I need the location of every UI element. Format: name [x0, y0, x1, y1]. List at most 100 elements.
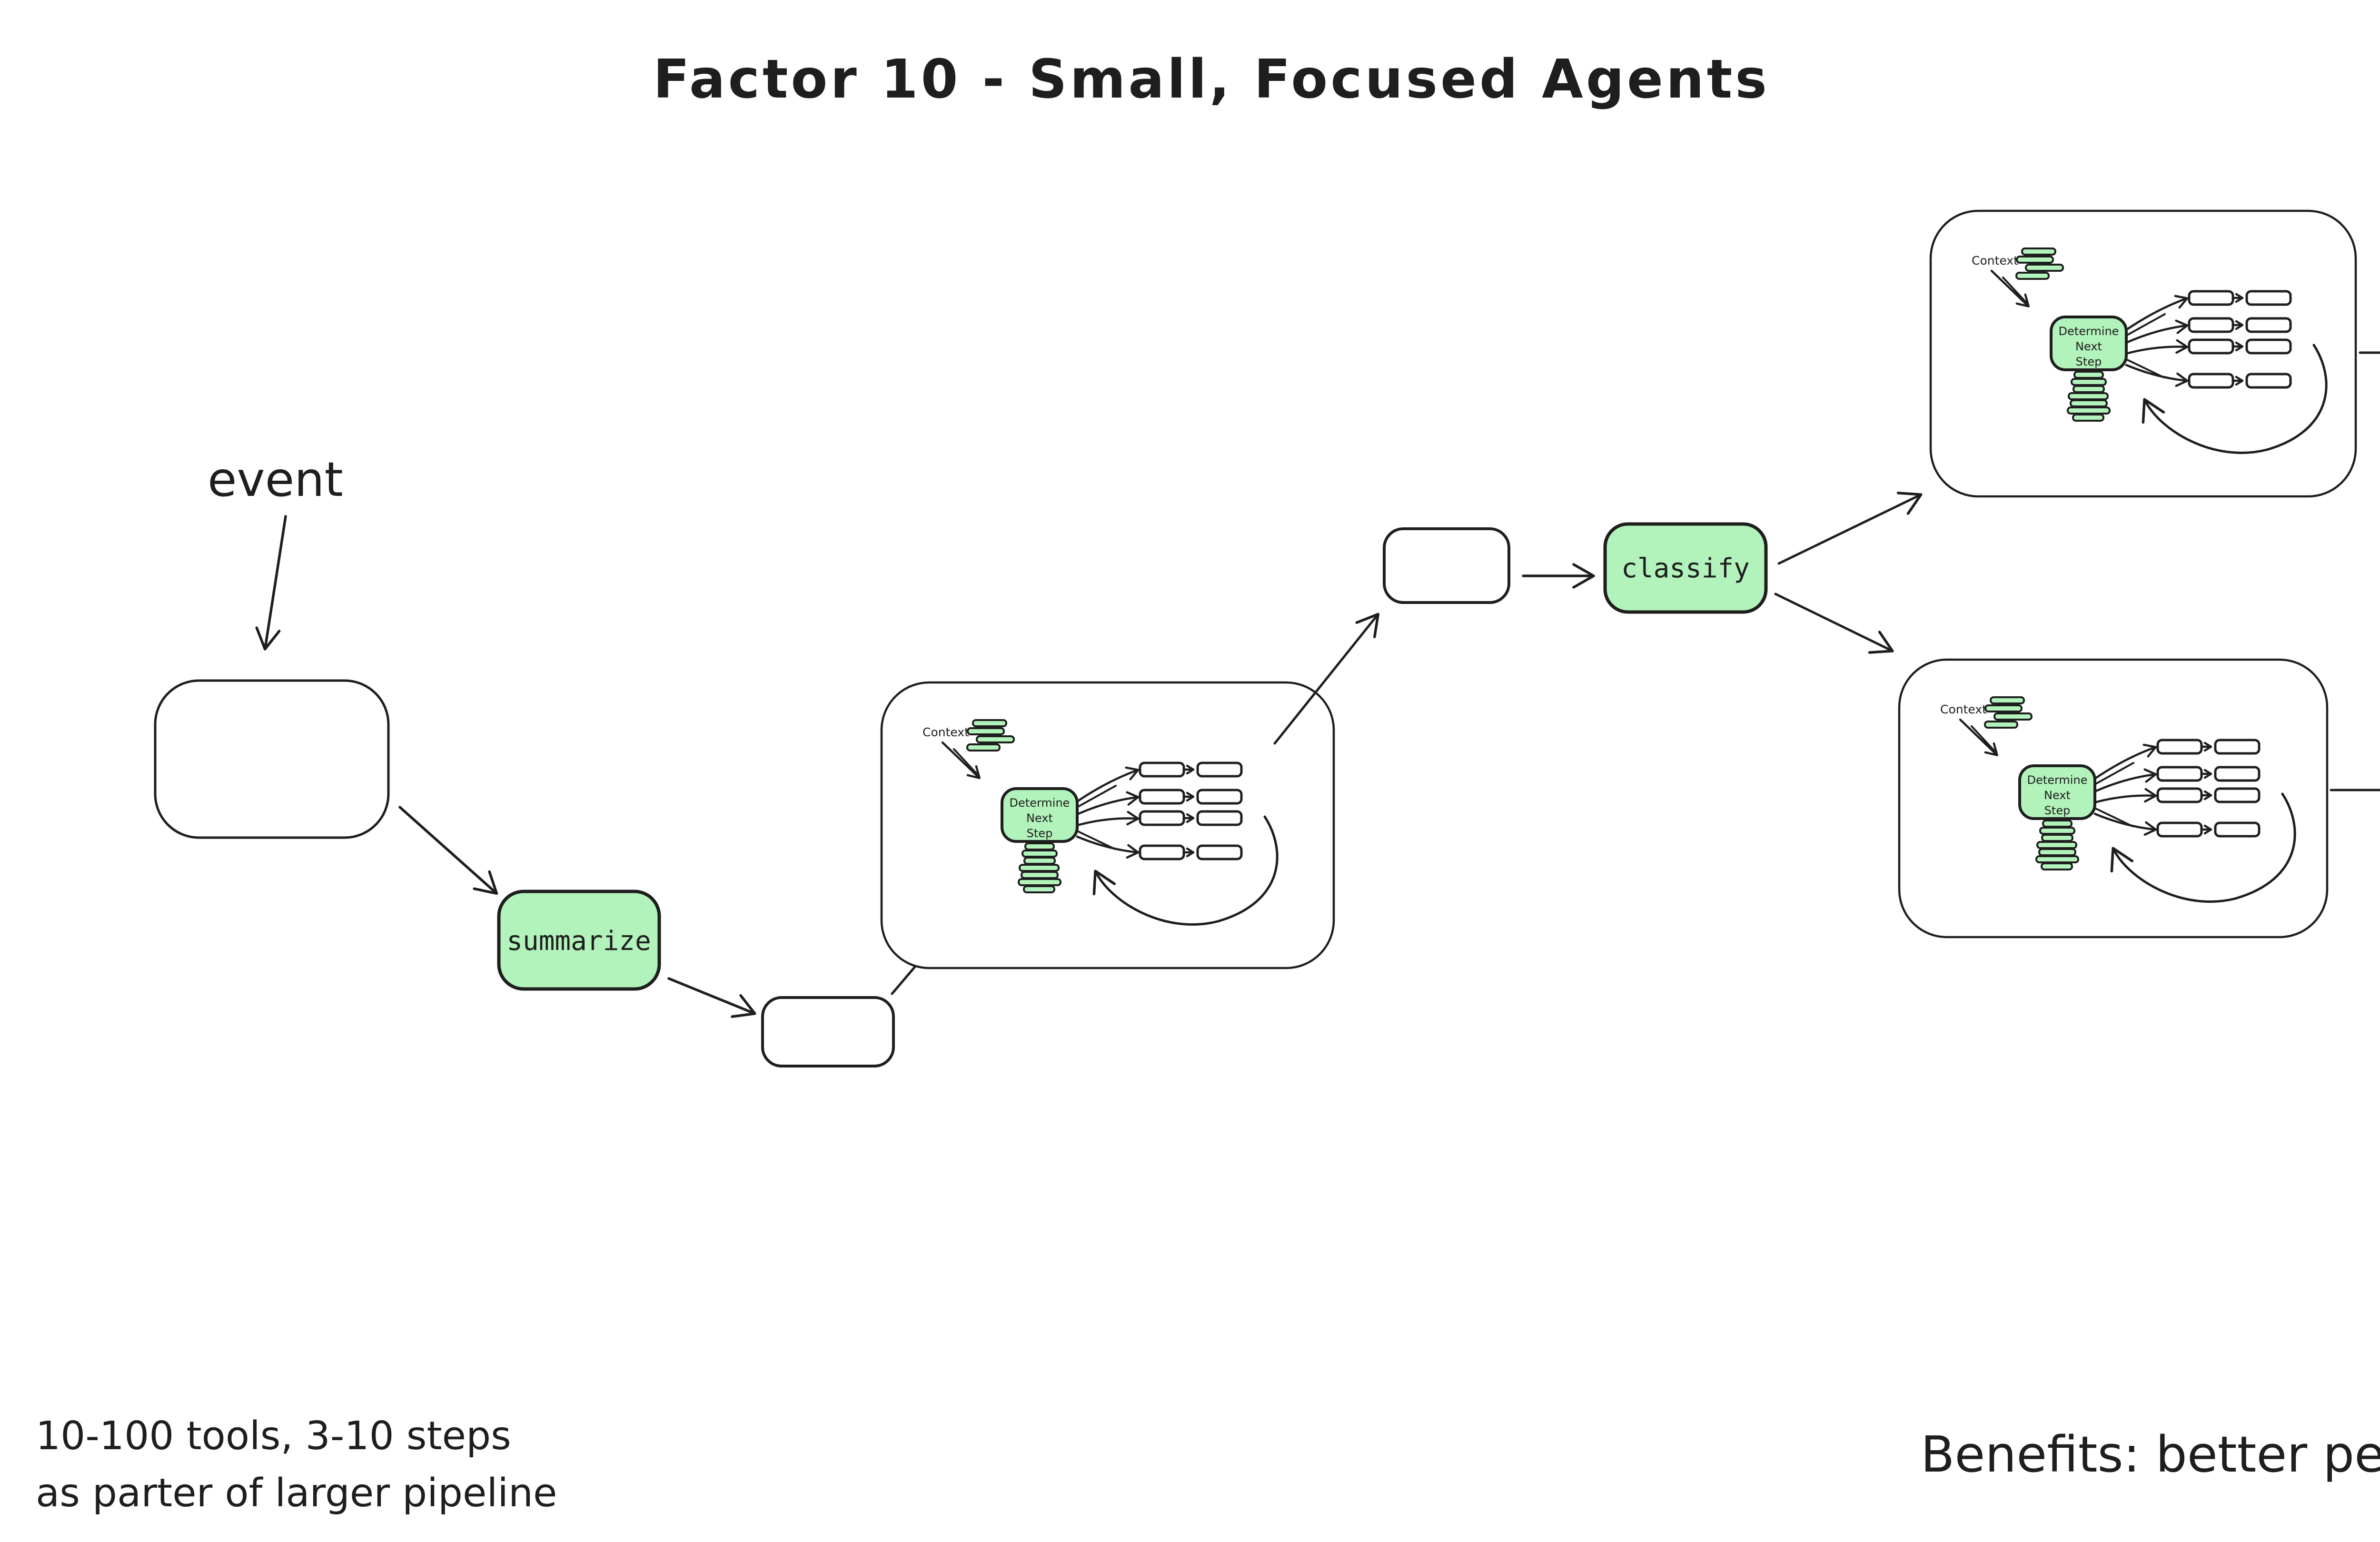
context-label: Context — [922, 725, 969, 739]
context-stack-bar — [976, 735, 1015, 743]
tool-call-box — [2188, 373, 2234, 389]
fan-arrow — [2125, 319, 2189, 344]
tool-stack-bar — [2041, 862, 2073, 870]
tool-stack-bar — [2070, 399, 2108, 407]
determine-next-step-label-line: Next — [1026, 811, 1053, 825]
tool-stack-bar — [2035, 855, 2079, 863]
context-stack-bar — [1984, 704, 2023, 712]
context-stack — [1984, 696, 2033, 729]
tool-stack-bar — [2071, 378, 2107, 386]
classify-down-arrow — [1774, 593, 1894, 654]
note-left-line2: as parter of larger pipeline — [36, 1471, 557, 1516]
context-arrow-stroke — [953, 748, 980, 777]
fan-arrow — [2093, 743, 2157, 780]
tool-row — [2188, 338, 2292, 355]
tool-stack-bar — [1021, 850, 1058, 858]
context-stack-bar — [1984, 721, 2018, 729]
tool-call-box — [2156, 766, 2203, 782]
fan-arrow — [1076, 766, 1140, 803]
tool-result-box — [1196, 789, 1243, 805]
context-stack-bar — [2016, 256, 2054, 264]
context-stack-bar — [967, 727, 1005, 735]
fan-arrow-stroke — [2125, 313, 2166, 336]
loop-return-arrow — [1092, 815, 1279, 926]
context-arrow-stroke — [2002, 277, 2029, 305]
note-right: Benefits: better performance — [1921, 1425, 2380, 1483]
context-stack — [966, 719, 1015, 751]
tool-row — [1139, 789, 1243, 805]
classify-up-arrow — [1777, 492, 1923, 565]
tool-stack-bar — [1021, 871, 1059, 879]
context-stack-bar — [2015, 272, 2050, 280]
tool-row — [1139, 810, 1243, 826]
tool-row — [2156, 787, 2261, 803]
event-label: event — [208, 452, 343, 507]
tool-call-box — [1139, 810, 1185, 826]
tool-row — [2188, 317, 2292, 333]
tool-stack — [2067, 371, 2111, 422]
context-stack-bar — [966, 743, 1001, 751]
tool-row — [2188, 290, 2292, 306]
page-title: Factor 10 - Small, Focused Agents — [653, 49, 1770, 110]
fan-arrow-stroke — [2094, 807, 2133, 827]
context-stack-bar — [972, 719, 1007, 727]
tool-call-box — [1139, 761, 1185, 778]
tool-call-box — [2188, 317, 2234, 333]
tool-result-box — [2245, 338, 2292, 355]
determine-next-step-label-line: Step — [2076, 355, 2102, 368]
tool-stack-bar — [2042, 820, 2073, 828]
buffer-node-1 — [761, 996, 895, 1068]
tool-stack-bar — [2038, 848, 2076, 856]
fan-arrow-stroke — [2094, 762, 2134, 785]
tool-stack-bar — [1024, 842, 1055, 850]
fan-arrow — [2125, 339, 2189, 355]
tool-stack-bar — [1018, 878, 1061, 886]
tool-result-box — [2245, 290, 2292, 306]
tool-stack-bar — [2036, 841, 2077, 849]
determine-next-step-label-line: Determine — [1010, 796, 1070, 810]
event-arrow — [255, 515, 287, 651]
context-arrow — [1990, 269, 2030, 307]
arrow-summarize-to-buffer1 — [667, 977, 756, 1018]
tool-call-box — [2188, 290, 2234, 306]
determine-next-step-label-line: Next — [2044, 789, 2071, 802]
determine-next-step-label-line: Step — [2044, 804, 2071, 817]
classify-node — [1603, 522, 1768, 614]
tool-call-box — [1139, 844, 1185, 860]
fan-arrow — [2093, 768, 2157, 793]
fan-arrow — [1076, 811, 1140, 827]
tool-stack-bar — [1019, 864, 1060, 872]
tool-call-box — [2156, 739, 2203, 755]
tool-stack-bar — [2041, 834, 2073, 842]
fan-arrow-stroke — [1076, 830, 1116, 850]
tool-row — [2156, 821, 2261, 838]
fan-arrow-stroke — [1076, 785, 1117, 808]
tool-stack-bar — [1023, 857, 1056, 865]
tool-call-box — [2156, 787, 2203, 803]
tool-row — [1139, 844, 1243, 860]
context-label: Context — [1972, 254, 2018, 267]
determine-next-step-label-line: Determine — [2027, 773, 2088, 787]
fan-arrow-stroke — [2125, 358, 2165, 378]
tool-stack-bar — [2068, 392, 2109, 400]
tool-stack-bar — [2073, 385, 2105, 393]
agent-container-1 — [880, 681, 1335, 969]
tool-result-box — [1196, 844, 1243, 860]
tool-call-box — [2156, 821, 2203, 838]
fan-arrow — [2093, 788, 2157, 804]
context-stack-bar — [2025, 264, 2064, 272]
tool-result-box — [2245, 373, 2292, 389]
fan-arrow — [2125, 295, 2189, 331]
summarize-label: summarize — [506, 926, 651, 957]
fan-arrow — [1076, 791, 1140, 816]
context-arrow — [1959, 718, 1998, 756]
classify-label: classify — [1621, 553, 1750, 584]
tool-row — [2156, 766, 2261, 782]
tool-row — [2188, 373, 2292, 389]
tool-row — [1139, 761, 1243, 778]
tool-stack-bar — [2039, 827, 2075, 835]
